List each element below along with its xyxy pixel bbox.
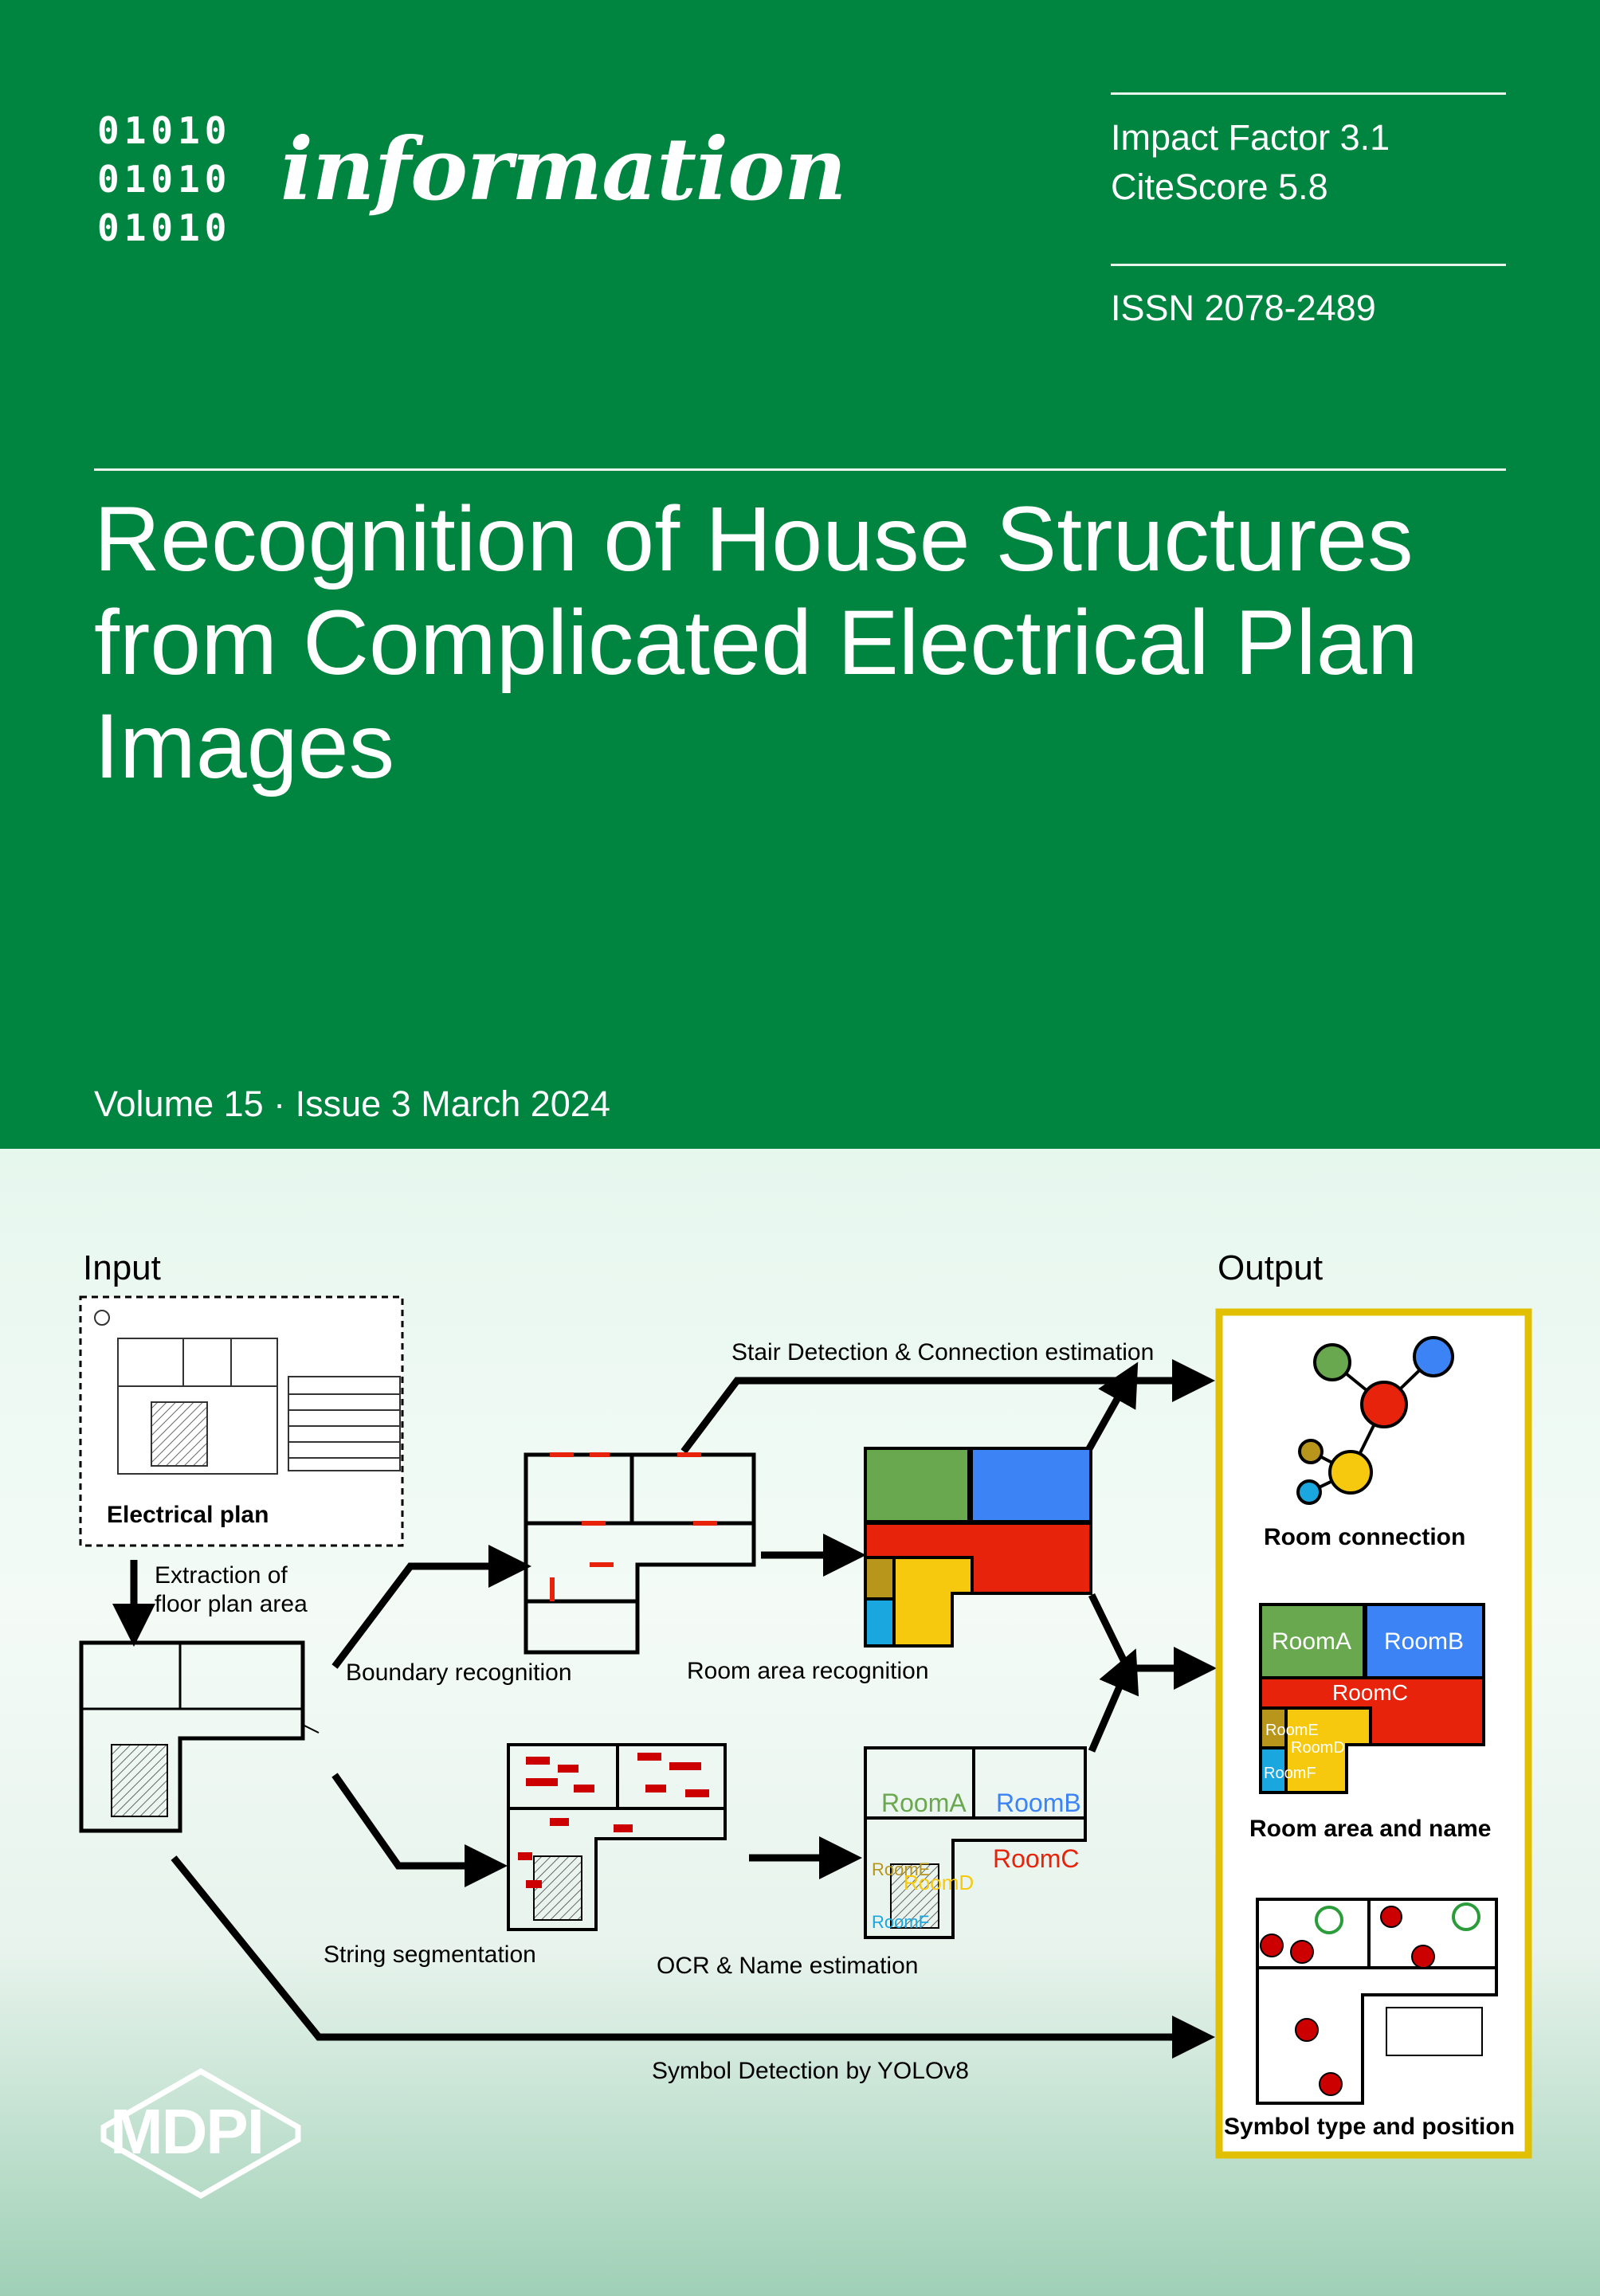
electrical-plan-label: Electrical plan	[107, 1502, 269, 1528]
room-connection-graph	[1296, 1336, 1454, 1505]
output-room-b: RoomB	[1384, 1628, 1464, 1655]
divider	[1111, 92, 1506, 95]
output-room-c: RoomC	[1332, 1680, 1408, 1705]
ocr-room-a: RoomA	[881, 1789, 967, 1817]
symbol-plan	[1256, 1898, 1498, 2105]
stair-detection-label: Stair Detection & Connection estimation	[731, 1339, 1155, 1365]
room-area-name-label: Room area and name	[1249, 1816, 1492, 1842]
text-region-markers	[518, 1753, 709, 1888]
ocr-room-names: RoomA RoomB RoomC RoomD RoomE RoomF	[872, 1789, 1081, 1932]
boundary-openings	[550, 1452, 717, 1601]
binary-row: 01010	[97, 158, 232, 201]
symbol-type-label: Symbol type and position	[1224, 2114, 1516, 2140]
output-label: Output	[1218, 1248, 1324, 1287]
room-area-and-name-plan	[1259, 1603, 1485, 1794]
impact-factor: Impact Factor 3.1	[1111, 117, 1390, 158]
ocr-room-f: RoomF	[872, 1912, 929, 1932]
binary-row: 01010	[97, 109, 232, 152]
issn: ISSN 2078-2489	[1111, 288, 1376, 328]
extraction-label-line1: Extraction of	[155, 1562, 288, 1589]
journal-logo-binary: 01010 01010 01010	[97, 107, 231, 253]
mdpi-logo	[100, 2067, 301, 2200]
floor-plan-extracted	[79, 1640, 320, 1833]
boundary-recognition-label: Boundary recognition	[346, 1659, 572, 1686]
ocr-room-d: RoomD	[904, 1871, 974, 1894]
detected-symbols	[1260, 1902, 1480, 2096]
ocr-label: OCR & Name estimation	[657, 1953, 919, 1979]
room-area-plan	[864, 1447, 1092, 1648]
output-room-e: RoomE	[1265, 1722, 1319, 1739]
input-label: Input	[83, 1248, 161, 1287]
string-segmentation-label: String segmentation	[324, 1941, 536, 1968]
journal-name: information	[280, 120, 847, 220]
ocr-room-e: RoomE	[872, 1859, 930, 1879]
output-room-f: RoomF	[1264, 1765, 1316, 1782]
output-room-d: RoomD	[1291, 1739, 1345, 1757]
electrical-plan-thumbnail	[94, 1310, 401, 1475]
string-segmentation-plan	[507, 1743, 727, 1931]
pipeline-arrows	[112, 1359, 1217, 2059]
output-room-a: RoomA	[1272, 1628, 1351, 1655]
ocr-plan	[864, 1746, 1087, 1939]
title-divider	[94, 468, 1506, 471]
article-title: Recognition of House Structures from Com…	[94, 488, 1418, 797]
extraction-label-line2: floor plan area	[155, 1591, 308, 1617]
symbol-detection-label: Symbol Detection by YOLOv8	[652, 2058, 969, 2084]
output-room-names: RoomA RoomB RoomC RoomD RoomE RoomF	[1264, 1628, 1464, 1782]
room-area-recognition-label: Room area recognition	[687, 1658, 929, 1684]
graphical-abstract: RoomA RoomB RoomC RoomD RoomE RoomF	[79, 1295, 1532, 2159]
boundary-plan	[524, 1452, 756, 1655]
ocr-room-b: RoomB	[996, 1789, 1081, 1817]
cover-header: 01010 01010 01010 information Impact Fac…	[0, 0, 1600, 1149]
mdpi-logo-text: MDPI	[110, 2096, 265, 2167]
binary-row: 01010	[97, 206, 232, 249]
citescore: CiteScore 5.8	[1111, 167, 1328, 207]
volume-issue: Volume 15 · Issue 3 March 2024	[94, 1083, 610, 1124]
room-connection-label: Room connection	[1264, 1524, 1466, 1550]
divider	[1111, 264, 1506, 266]
ocr-room-c: RoomC	[993, 1844, 1079, 1873]
